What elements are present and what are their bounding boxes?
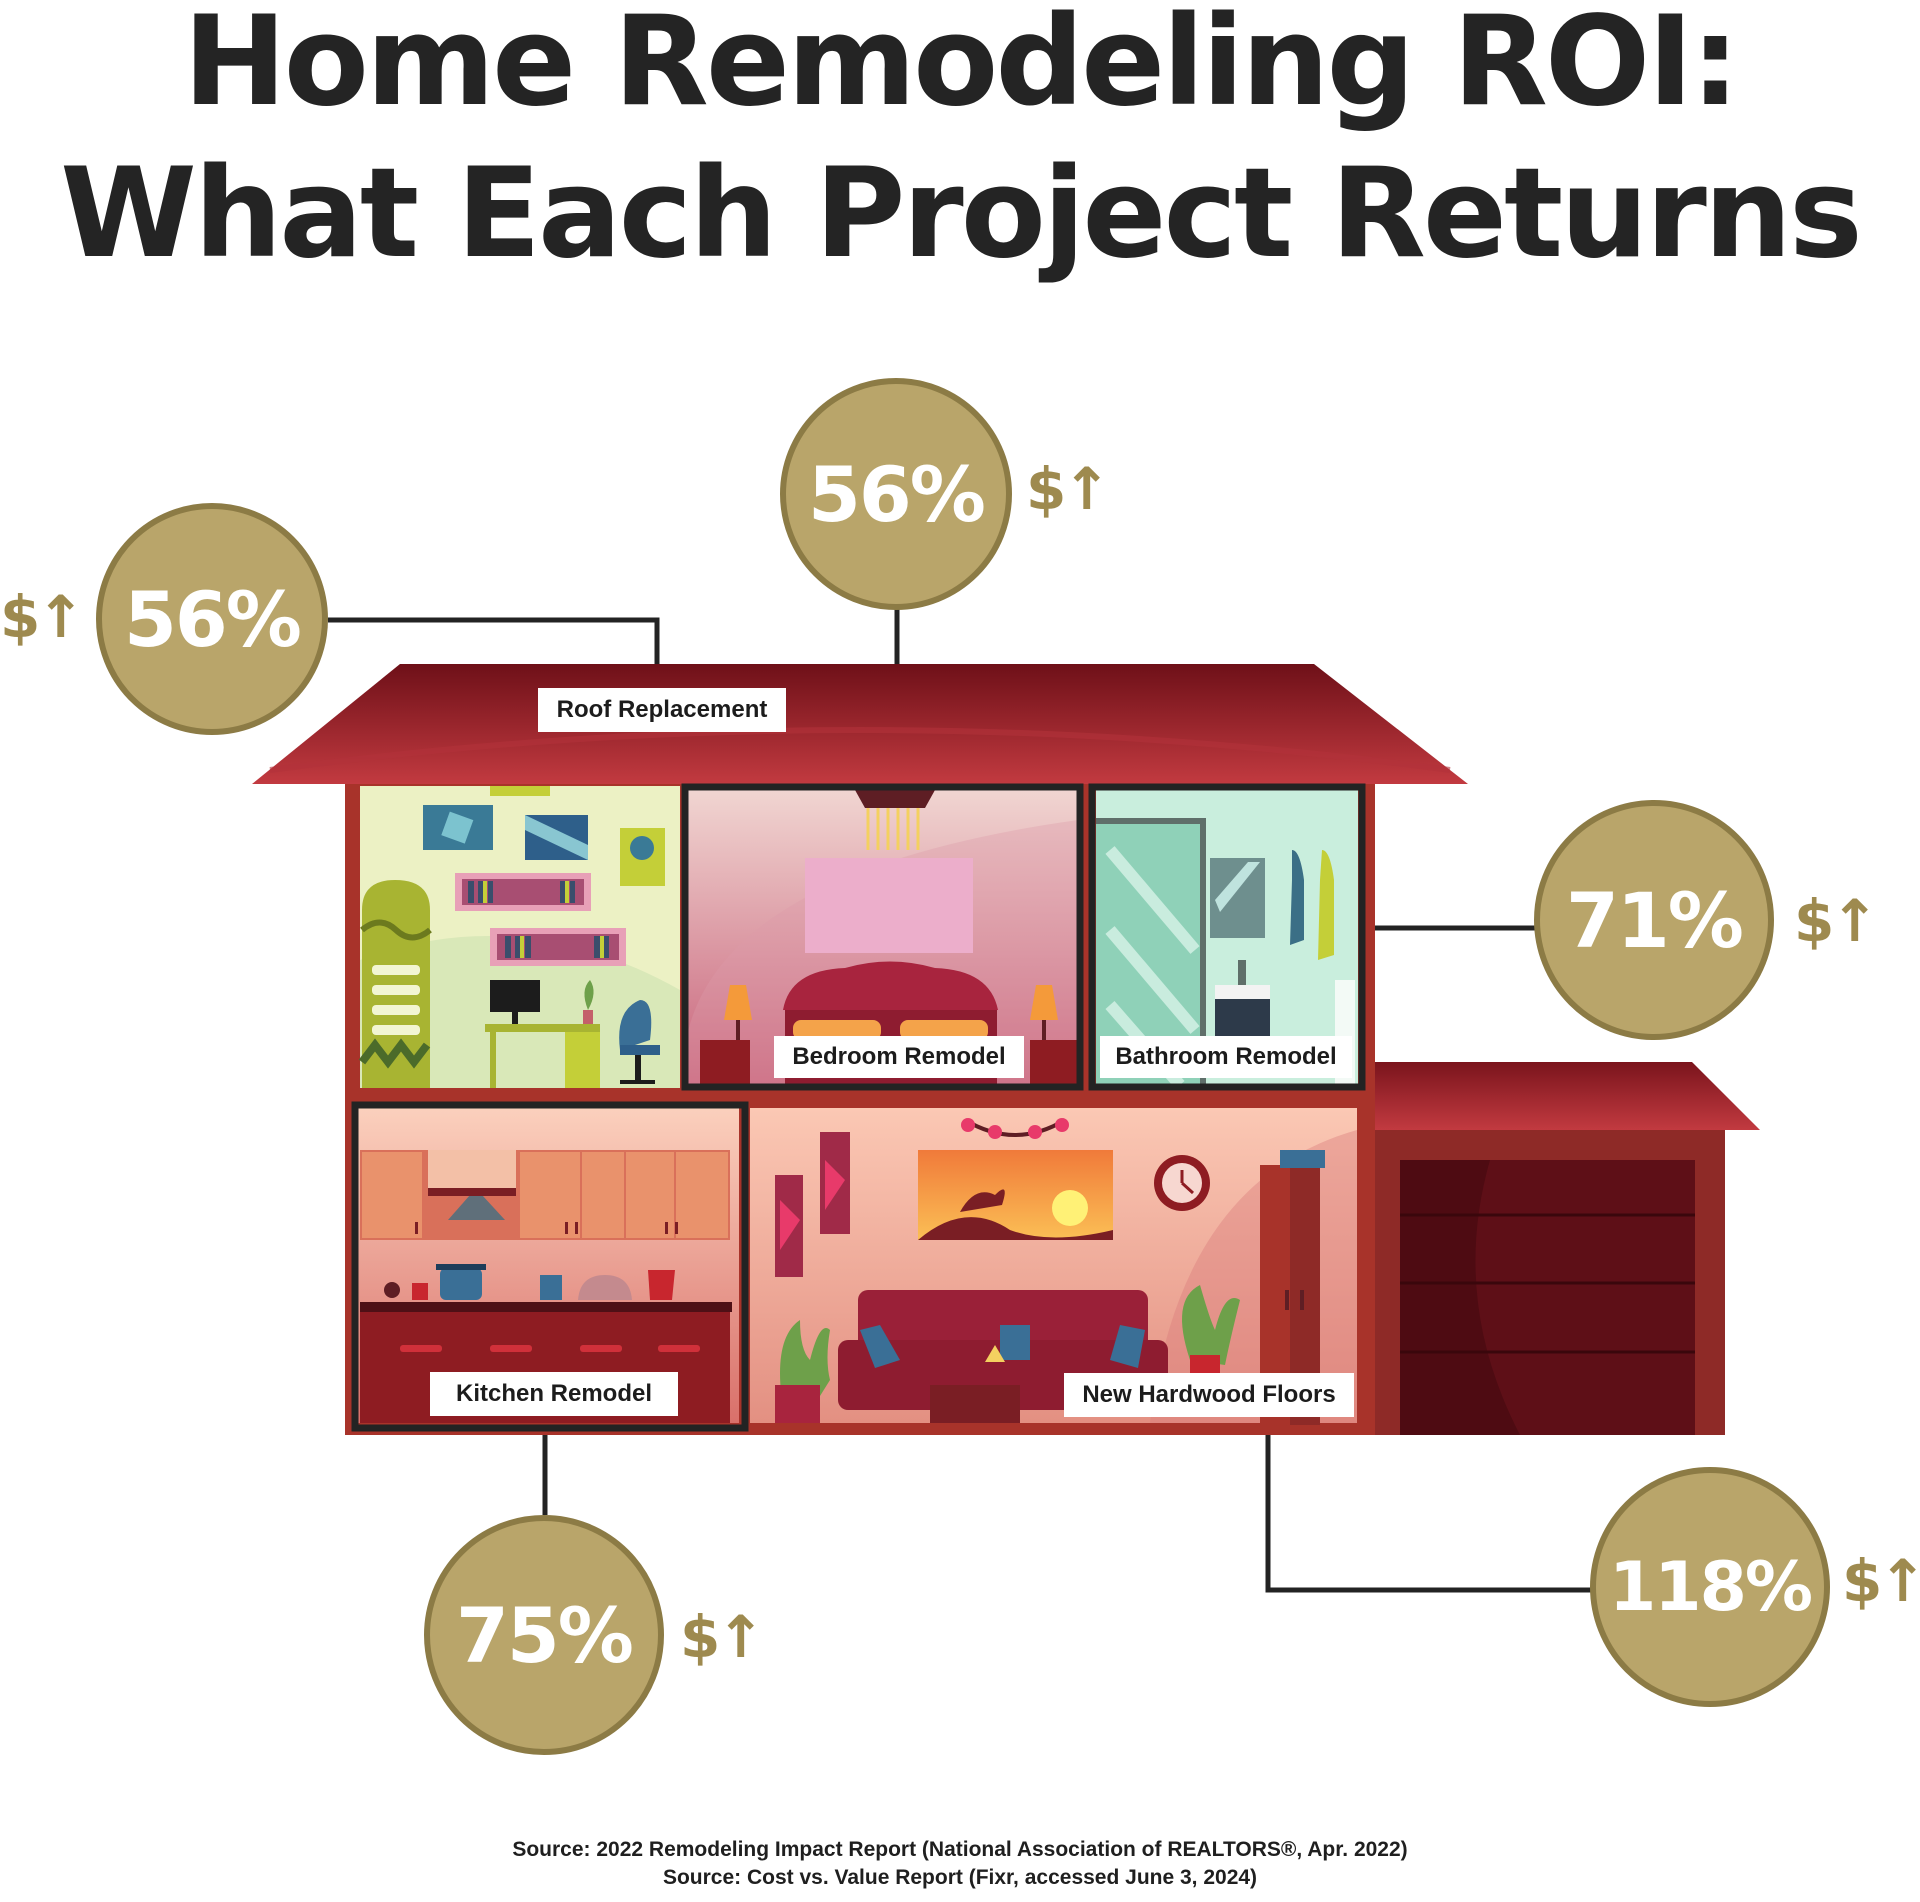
garage: [1370, 1062, 1760, 1435]
source-line-2: Source: Cost vs. Value Report (Fixr, acc…: [662, 1866, 1258, 1889]
label-bedroom-remodel: Bedroom Remodel: [774, 1036, 1024, 1078]
living-room: [750, 1108, 1357, 1425]
kitchen-room: [357, 1108, 739, 1423]
dollar-up-icon: $↑: [680, 1603, 765, 1671]
room-frames: [351, 783, 1366, 1432]
label-roof-replacement: Roof Replacement: [538, 688, 786, 732]
connector-floors: [1265, 1420, 1595, 1593]
roi-badge-roof: 56%: [96, 503, 328, 735]
bedroom-room: [686, 788, 1080, 1085]
roi-badge-bedroom: 56%: [780, 378, 1012, 610]
page-title-line-2: What Each Project Returns: [60, 142, 1863, 286]
label-new-hardwood-floors: New Hardwood Floors: [1064, 1373, 1354, 1417]
dollar-up-icon: $↑: [0, 583, 85, 651]
dollar-up-icon: $↑: [1842, 1547, 1920, 1615]
label-kitchen-remodel: Kitchen Remodel: [430, 1372, 678, 1416]
label-bathroom-remodel: Bathroom Remodel: [1100, 1036, 1352, 1078]
roi-badge-bathroom: 71%: [1534, 800, 1774, 1040]
roof: [252, 664, 1468, 784]
dollar-up-icon: $↑: [1794, 887, 1879, 955]
roi-badge-floors: 118%: [1590, 1467, 1830, 1707]
source-line-1: Source: 2022 Remodeling Impact Report (N…: [512, 1838, 1408, 1861]
study-room: [358, 786, 680, 1088]
page-title-line-1: Home Remodeling ROI:: [182, 0, 1740, 134]
roi-badge-kitchen: 75%: [424, 1515, 664, 1755]
dollar-up-icon: $↑: [1026, 455, 1111, 523]
